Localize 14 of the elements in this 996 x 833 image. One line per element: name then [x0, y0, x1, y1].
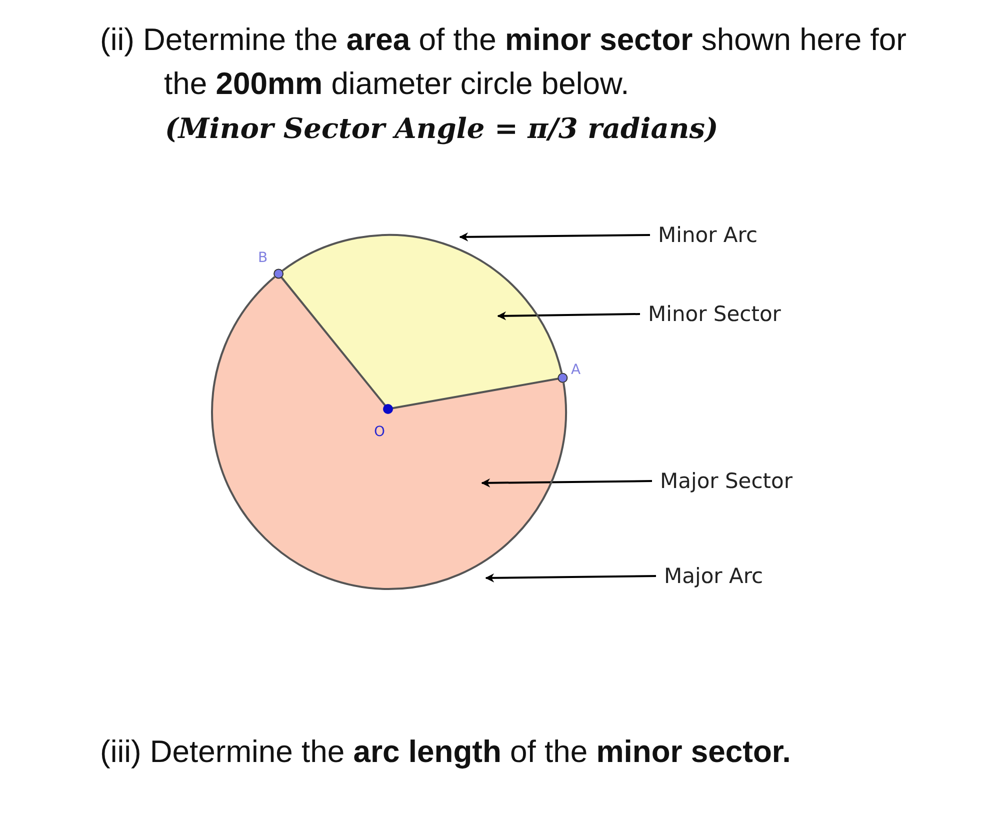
part-label: Major Sector [660, 469, 792, 493]
question-text: (iii) Determine the arc length of the minor sector. [100, 733, 792, 771]
formula-text: (Minor Sector Angle = π/3 radians) [165, 112, 718, 145]
leader-arrow [497, 311, 640, 320]
question-text: (ii) Determine the area of the minor sector shown here for the 200mm diameter circle below. [100, 21, 908, 103]
point-label: O [374, 424, 386, 440]
leader-arrow [485, 573, 656, 582]
point-label: A [571, 362, 581, 378]
leader-arrow [459, 232, 650, 242]
part-label: Minor Sector [648, 302, 781, 326]
leader-arrow [481, 478, 652, 488]
point-label: B [258, 250, 268, 266]
part-label: Major Arc [664, 564, 764, 588]
part-label: Minor Arc [658, 223, 758, 247]
